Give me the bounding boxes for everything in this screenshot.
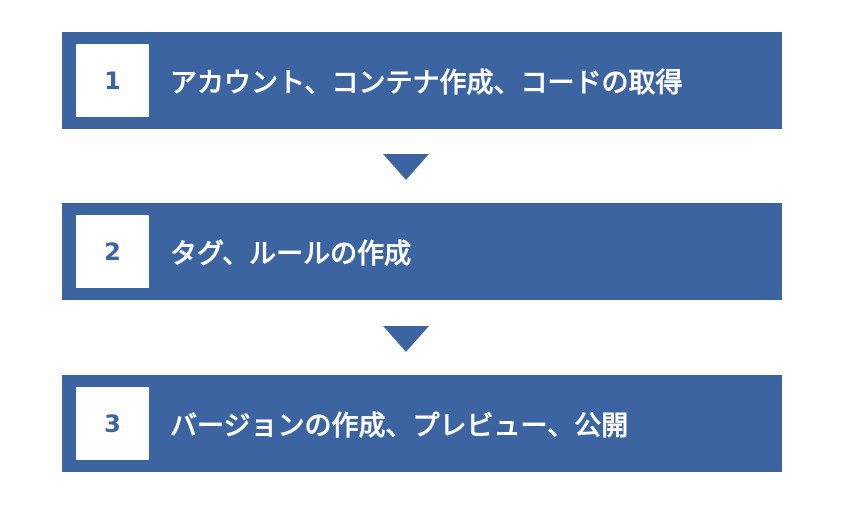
step-number-badge: 1 [76, 44, 149, 117]
step-1: 1 アカウント、コンテナ作成、コードの取得 [62, 32, 782, 129]
step-number: 1 [104, 66, 121, 95]
step-label: タグ、ルールの作成 [170, 239, 412, 270]
step-3: 3 バージョンの作成、プレビュー、公開 [62, 375, 782, 472]
step-label: バージョンの作成、プレビュー、公開 [170, 411, 629, 442]
step-number: 3 [104, 409, 121, 438]
step-number: 2 [104, 237, 121, 266]
step-label: アカウント、コンテナ作成、コードの取得 [170, 68, 683, 99]
step-2: 2 タグ、ルールの作成 [62, 203, 782, 300]
step-number-badge: 3 [76, 387, 149, 460]
down-triangle-icon [383, 154, 429, 180]
down-triangle-icon [383, 326, 429, 352]
step-number-badge: 2 [76, 215, 149, 288]
